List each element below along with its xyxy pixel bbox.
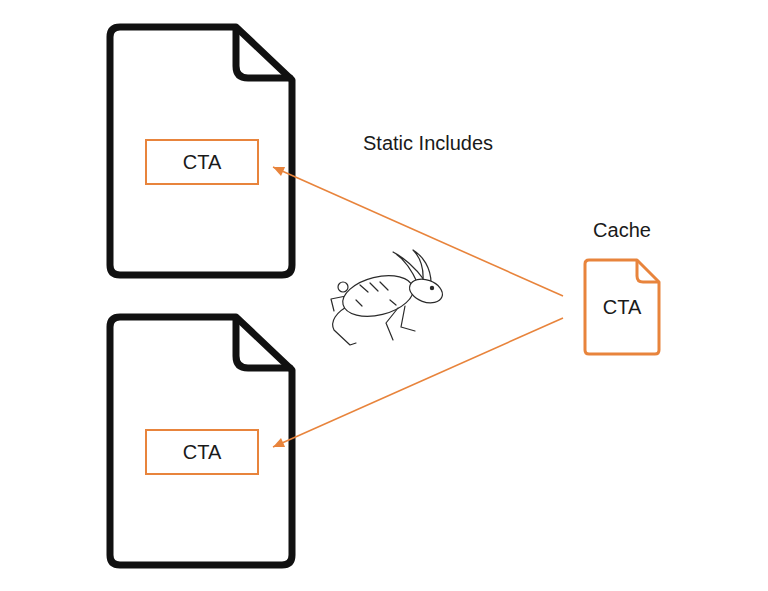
node-text: CTA [183,150,222,174]
document-outline [110,27,292,275]
document-fold [637,261,658,282]
node-text: CTA [603,295,642,319]
arrowhead [273,438,285,447]
include-connector [273,318,563,447]
document-shape: CTA [583,258,661,356]
cache-document: CacheCTA [583,218,661,356]
arrowhead [273,167,285,176]
document-outline [585,260,659,354]
include-connector [273,167,563,296]
node-text: CTA [183,440,222,464]
document-fold [236,29,290,78]
edge-group-label: Static Includes [363,131,493,155]
connector-line [273,318,563,447]
rabbit-illustration [331,250,446,345]
document-outline [110,317,292,565]
document-fold [236,319,290,368]
document-heading: Cache [583,218,661,242]
connector-line [273,167,563,296]
cta-box: CTA [145,429,259,475]
cta-box: CTA [145,139,259,185]
